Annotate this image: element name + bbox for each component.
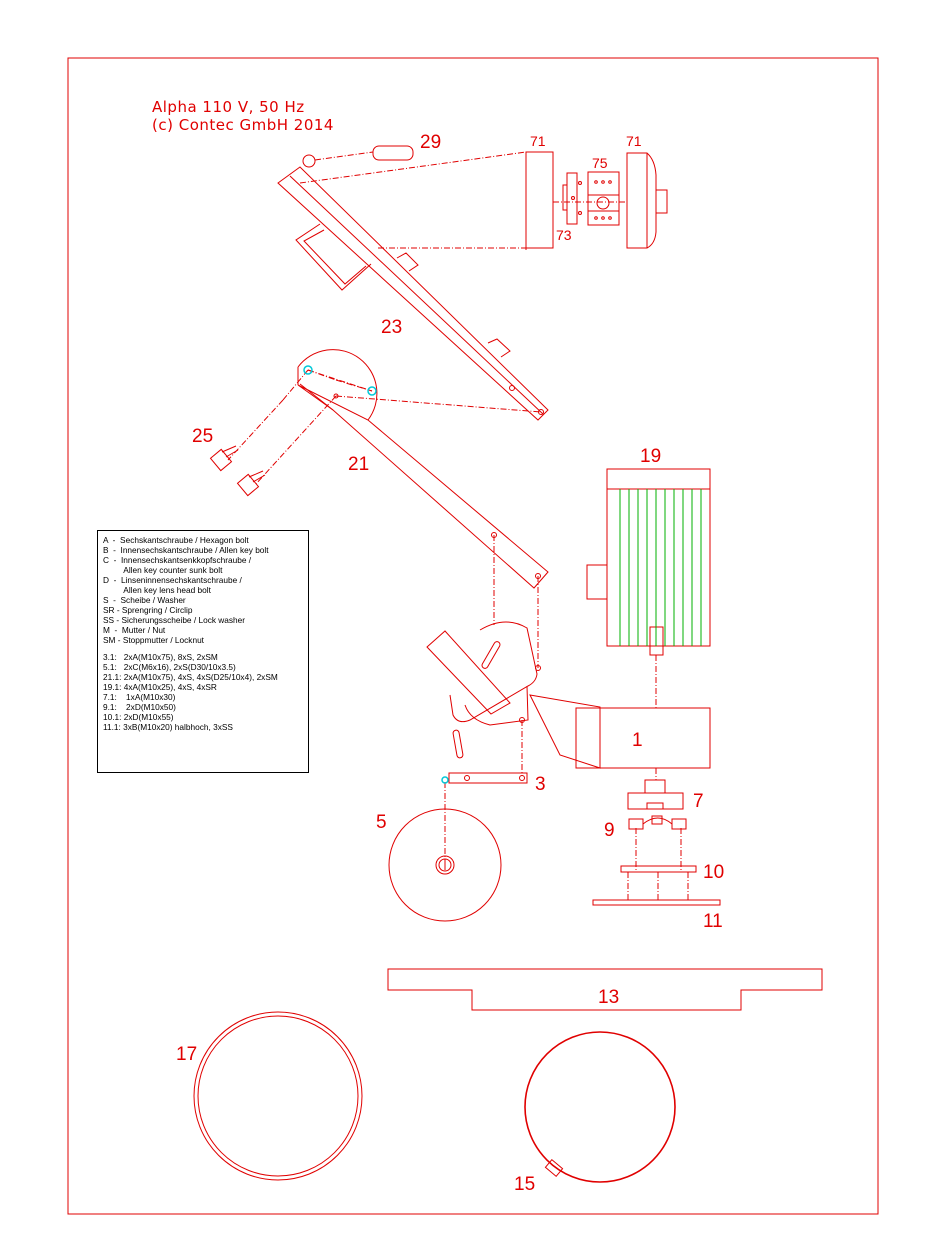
legend-abbr-9: SS - Sicherungsscheibe / Lock washer: [103, 615, 246, 625]
label-23: 23: [381, 317, 402, 338]
part-13-base: [387, 968, 823, 1011]
legend-fastener-8: 11.1: 3xB(M10x20) halbhoch, 3xSS: [103, 722, 233, 732]
part-25-knob-upper: [209, 445, 239, 472]
label-10: 10: [703, 862, 724, 883]
label-15: 15: [514, 1174, 535, 1195]
label-17: 17: [176, 1044, 197, 1065]
label-9: 9: [604, 820, 615, 841]
legend-fastener-5: 7.1: 1xA(M10x30): [103, 692, 176, 702]
part-1-gearbox: [575, 707, 711, 769]
assembly-lines: [227, 151, 689, 900]
label-71-left: 71: [530, 133, 546, 149]
part-21-lower-arm: [297, 349, 549, 589]
legend-spacer: [103, 645, 304, 652]
part-11-base-plate: [592, 899, 721, 906]
legend-abbr-2: B - Innensechskantschraube / Allen key b…: [103, 545, 269, 555]
motor-cooling-fins: [619, 489, 702, 646]
legend-abbr-4: Allen key counter sunk bolt: [103, 565, 223, 575]
part-9-bolts: [628, 815, 687, 830]
legend-abbr-11: SM - Stoppmutter / Locknut: [103, 635, 204, 645]
label-29: 29: [420, 132, 441, 153]
label-11: 11: [703, 911, 723, 932]
part-73-terminal: [562, 172, 582, 225]
part-19-motor: [586, 468, 711, 656]
legend-fastener-3: 21.1: 2xA(M10x75), 4xS, 4xS(D25/10x4), 2…: [103, 672, 278, 682]
label-75: 75: [592, 155, 608, 171]
legend-fastener-6: 9.1: 2xD(M10x50): [103, 702, 176, 712]
part-71-cone-housing: [525, 151, 554, 250]
highlight-points: [303, 365, 449, 784]
label-19: 19: [640, 446, 661, 467]
legend-fastener-4: 19.1: 4xA(M10x25), 4xS, 4xSR: [103, 682, 217, 692]
part-7-coupling: [627, 779, 684, 810]
label-5: 5: [376, 812, 387, 833]
label-73: 73: [556, 227, 572, 243]
header-copyright: (c) Contec GmbH 2014: [152, 116, 334, 134]
label-21: 21: [348, 454, 369, 475]
legend-abbr-7: S - Scheibe / Washer: [103, 595, 186, 605]
part-71-cover: [626, 152, 668, 249]
part-5-wheel: [388, 808, 502, 922]
part-15-clamp-ring: [524, 1031, 676, 1183]
label-1: 1: [632, 730, 643, 751]
legend-abbr-1: A - Sechskantschraube / Hexagon bolt: [103, 535, 249, 545]
label-3: 3: [535, 774, 546, 795]
legend-fastener-2: 5.1: 2xC(M6x16), 2xS(D30/10x3.5): [103, 662, 236, 672]
fastener-legend: A - Sechskantschraube / Hexagon bolt B -…: [97, 530, 309, 773]
label-25: 25: [192, 426, 213, 447]
part-3-link-plate: [448, 772, 528, 784]
legend-abbr-6: Allen key lens head bolt: [103, 585, 211, 595]
label-13: 13: [598, 987, 619, 1008]
legend-fastener-7: 10.1: 2xD(M10x55): [103, 712, 174, 722]
header-title: Alpha 110 V, 50 Hz: [152, 98, 305, 116]
legend-fastener-1: 3.1: 2xA(M10x75), 8xS, 2xSM: [103, 652, 218, 662]
part-23-arm: [277, 154, 549, 421]
drawing-frame: [67, 57, 879, 1215]
legend-abbr-8: SR - Sprengring / Circlip: [103, 605, 193, 615]
part-10-plate: [620, 865, 697, 873]
part-17-ring: [193, 1011, 363, 1181]
legend-abbr-10: M - Mutter / Nut: [103, 625, 166, 635]
legend-abbr-5: D - Linseninnensechskantschraube /: [103, 575, 242, 585]
part-25-knob-lower: [236, 470, 266, 497]
part-29-grip: [372, 145, 414, 161]
legend-abbr-3: C - Innensechskantsenkkopfschraube /: [103, 555, 252, 565]
part-75-switch: [587, 171, 620, 226]
bracket-linkage: [426, 621, 601, 769]
label-71-right: 71: [626, 133, 642, 149]
label-7: 7: [693, 791, 704, 812]
